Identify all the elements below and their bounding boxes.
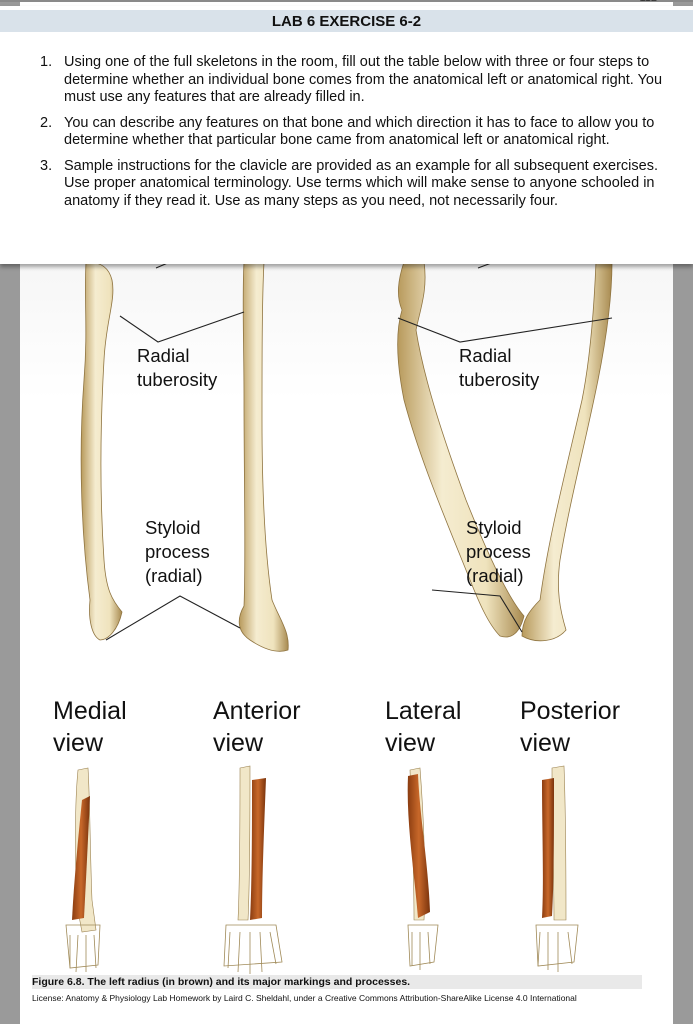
lab-exercise-panel: LAB 6 EXERCISE 6-2 1. Using one of the f… [0,6,693,264]
anterior-view-arm [223,765,283,974]
instruction-number: 2. [40,114,53,131]
posterior-view-ulna [521,261,613,642]
instruction-list: 1. Using one of the full skeletons in th… [40,54,665,218]
page-number: 112 [639,0,657,4]
styloid-leader-left [105,595,241,641]
radial-tuberosity-leader-left [119,311,245,343]
styloid-leader-right [431,589,523,633]
instruction-text: Using one of the full skeletons in the r… [64,54,663,105]
instruction-item: 2. You can describe any features on that… [40,115,665,150]
instruction-number: 3. [40,157,53,174]
instruction-item: 3. Sample instructions for the clavicle … [40,158,665,211]
styloid-process-label-left: Styloid process (radial) [145,517,210,586]
radial-tuberosity-leader-right [397,317,613,343]
radial-tuberosity-label-left: Radial tuberosity [137,345,218,390]
figure-caption: Figure 6.8. The left radius (in brown) a… [32,975,642,989]
anterior-view-label: Anterior view [213,697,301,757]
instruction-text: You can describe any features on that bo… [64,114,655,149]
medial-view-label: Medial view [53,697,127,757]
instruction-number: 1. [40,54,53,70]
styloid-process-label-right: Styloid process (radial) [466,517,531,586]
instruction-text: Sample instructions for the clavicle are… [64,157,658,209]
radial-tuberosity-label-right: Radial tuberosity [459,345,540,390]
posterior-view-label: Posterior view [520,697,621,757]
posterior-view-arm [535,765,579,972]
medial-view-arm [65,767,101,973]
top-rule [0,0,693,2]
lateral-view-arm [407,767,439,970]
lab-title: LAB 6 EXERCISE 6-2 [0,10,693,32]
figure-background [20,260,673,660]
medial-view-radius [80,261,123,641]
anterior-view-ulna [238,261,289,652]
lateral-view-label: Lateral view [385,697,462,757]
license-text: License: Anatomy & Physiology Lab Homewo… [32,993,577,1003]
lateral-view-radius [397,261,525,638]
instruction-item: 1. Using one of the full skeletons in th… [40,54,665,107]
